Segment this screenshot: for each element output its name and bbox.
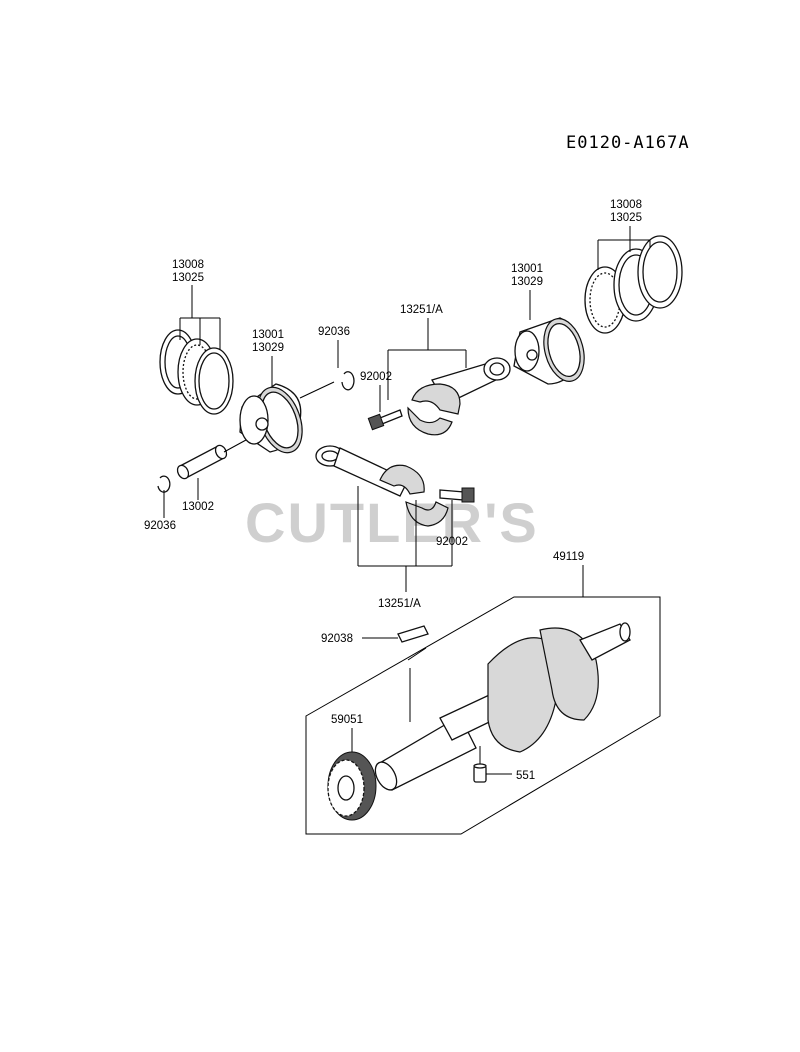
label-rings-left-a: 13008	[172, 259, 204, 271]
label-rings-left-b: 13025	[172, 272, 204, 284]
rod-bolt-lower[interactable]	[439, 487, 475, 503]
label-rod-upper: 13251/A	[400, 304, 443, 316]
piston-rings-left[interactable]	[159, 329, 234, 415]
label-rod-lower: 13251/A	[378, 598, 421, 610]
crank-gear[interactable]	[327, 751, 377, 821]
piston-pin[interactable]	[175, 443, 228, 480]
circlip-lower-left[interactable]	[157, 475, 171, 493]
label-clip-upper-left: 92036	[318, 326, 350, 338]
connecting-rod-lower[interactable]	[315, 445, 449, 527]
piston-left[interactable]	[239, 381, 310, 459]
label-rings-right-b: 13025	[610, 212, 642, 224]
piston-rings-right[interactable]	[584, 235, 683, 334]
label-piston-right-a: 13001	[511, 263, 543, 275]
crankshaft-group-box	[305, 596, 661, 835]
dowel-pin[interactable]	[473, 763, 487, 783]
rod-bolt-upper[interactable]	[367, 409, 403, 431]
label-bolt-upper: 92002	[360, 371, 392, 383]
label-piston-left-a: 13001	[252, 329, 284, 341]
diagram-code: E0120-A167A	[566, 133, 690, 153]
connecting-rod-upper[interactable]	[407, 357, 511, 436]
label-bolt-lower: 92002	[436, 536, 468, 548]
label-gear: 59051	[331, 714, 363, 726]
watermark: CUTLER'S	[245, 491, 539, 554]
crankshaft[interactable]	[371, 622, 631, 793]
label-key: 92038	[321, 633, 353, 645]
label-pin: 13002	[182, 501, 214, 513]
label-clip-lower-left: 92036	[144, 520, 176, 532]
label-piston-right-b: 13029	[511, 276, 543, 288]
circlip-upper-left[interactable]	[341, 371, 355, 391]
crank-key[interactable]	[397, 625, 429, 643]
label-dowel: 551	[516, 770, 535, 782]
label-rings-right-a: 13008	[610, 199, 642, 211]
piston-right[interactable]	[513, 314, 591, 386]
label-crankshaft: 49119	[553, 551, 584, 563]
label-piston-left-b: 13029	[252, 342, 284, 354]
